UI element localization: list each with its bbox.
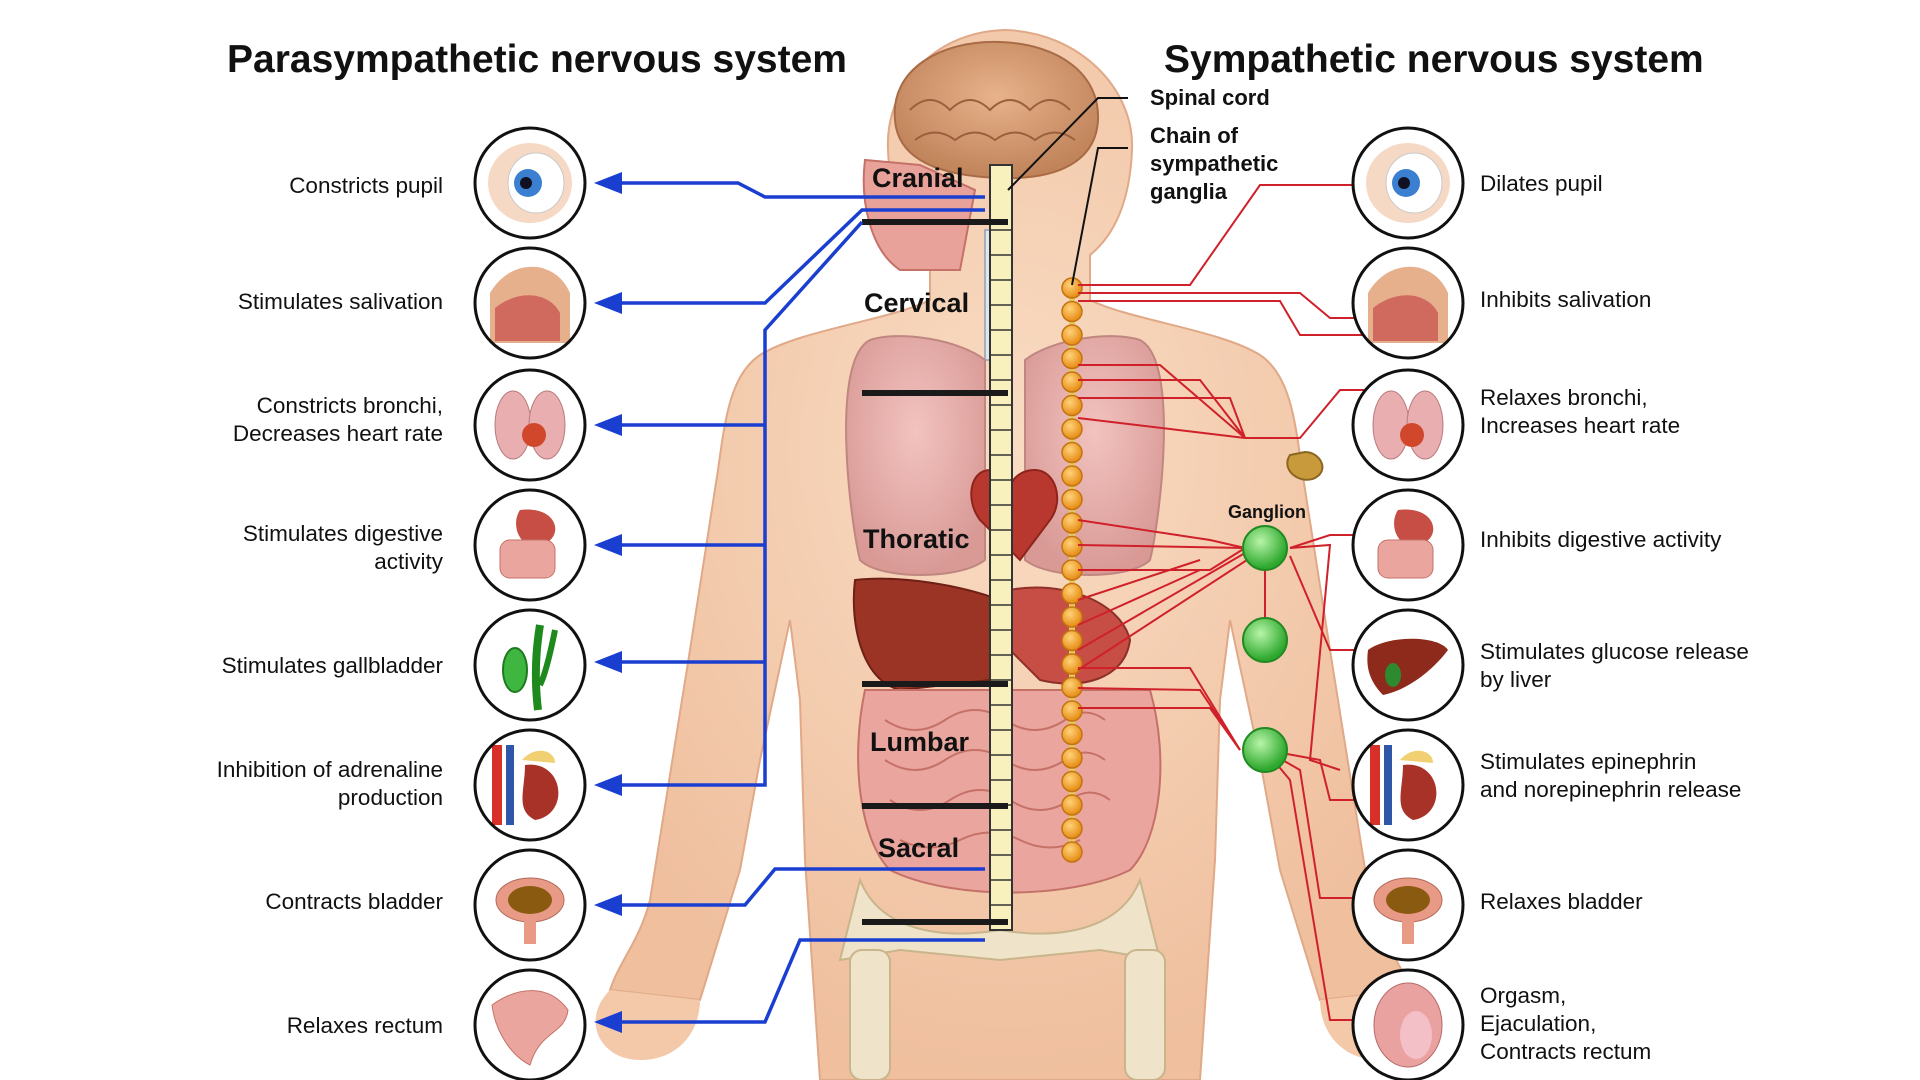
chain-bead [1061, 465, 1083, 487]
chain-bead [1061, 347, 1083, 370]
lung-right [1024, 335, 1165, 576]
spinal-cord-label: Spinal cord [1150, 85, 1270, 110]
para-effect-0: Constricts pupil [289, 173, 443, 198]
symp-organ-icon-lungs-heart [1351, 368, 1465, 482]
chain-bead [1061, 441, 1083, 464]
para-organ-icon-kidney-adrenal [473, 728, 587, 842]
para-effect-1: Stimulates salivation [237, 289, 443, 314]
chain-bead [1061, 277, 1083, 299]
sympathetic-chain [1061, 277, 1083, 863]
sympathetic-organ-icons [1351, 126, 1465, 1080]
chain-bead [1061, 794, 1083, 816]
para-organ-icon-lungs-heart [473, 368, 587, 482]
para-effect-5: Inhibition of adrenaline production [216, 757, 443, 810]
para-organ-icon-gallbladder [473, 608, 587, 722]
symp-organ-icon-liver [1351, 608, 1465, 722]
liver [852, 577, 1002, 692]
symp-organ-icon-kidney-adrenal [1351, 728, 1465, 842]
symp-effect-3: Inhibits digestive activity [1480, 527, 1722, 552]
chain-bead [1061, 723, 1083, 746]
symp-effect-1: Inhibits salivation [1480, 287, 1652, 312]
chain-bead [1061, 817, 1083, 840]
callout-pointers [1007, 97, 1128, 286]
region-label-sacral: Sacral [878, 833, 960, 863]
chain-bead [1061, 629, 1083, 652]
parasympathetic-arrowheads [594, 172, 622, 1033]
para-organ-icon-eye [473, 126, 587, 240]
para-effect-7: Relaxes rectum [286, 1013, 443, 1038]
chain-bead [1061, 582, 1083, 605]
symp-effect-2: Relaxes bronchi, Increases heart rate [1480, 385, 1681, 438]
para-organ-icon-rectum [473, 968, 587, 1080]
region-label-cervical: Cervical [864, 288, 970, 318]
region-label-lumbar: Lumbar [870, 727, 970, 757]
chain-bead [1061, 324, 1083, 346]
symp-organ-icon-reproductive [1351, 968, 1465, 1080]
chain-bead [1061, 841, 1083, 863]
mouth-cavity [862, 158, 977, 271]
spinal-cord [989, 164, 1013, 931]
parasympathetic-organ-icons [473, 126, 587, 1080]
sympathetic-title: Sympathetic nervous system [1164, 38, 1704, 81]
chain-bead [1061, 394, 1083, 417]
para-effect-6: Contracts bladder [265, 889, 443, 914]
region-label-thoratic: Thoratic [863, 524, 970, 554]
chain-bead [1061, 512, 1083, 534]
ganglion-sketch [1286, 450, 1324, 481]
symp-organ-icon-bladder [1351, 848, 1465, 962]
chain-bead [1061, 300, 1083, 323]
ganglion-2 [1242, 617, 1288, 663]
symp-effect-4: Stimulates glucose release by liver [1480, 639, 1749, 692]
ganglion-label: Ganglion [1228, 502, 1306, 522]
symp-organ-icon-stomach-intestines [1351, 488, 1465, 602]
region-label-cranial: Cranial [872, 163, 964, 193]
parasympathetic-connectors [600, 181, 985, 1024]
chain-bead [1061, 418, 1083, 440]
ganglion-1 [1242, 525, 1288, 571]
parasympathetic-title: Parasympathetic nervous system [227, 38, 847, 81]
chain-bead [1061, 747, 1083, 769]
chain-bead [1061, 653, 1083, 675]
symp-effect-7: Orgasm, Ejaculation, Contracts rectum [1480, 983, 1652, 1064]
chain-bead [1061, 371, 1083, 393]
para-organ-icon-bladder [473, 848, 587, 962]
chain-bead [1061, 700, 1083, 722]
symp-effect-6: Relaxes bladder [1480, 889, 1643, 914]
chain-bead [1061, 606, 1083, 628]
para-organ-icon-stomach-intestines [473, 488, 587, 602]
para-effect-3: Stimulates digestive activity [242, 521, 443, 574]
symp-effect-5: Stimulates epinephrin and norepinephrin … [1480, 749, 1742, 802]
para-effect-4: Stimulates gallbladder [221, 653, 443, 678]
region-dividers [862, 219, 1008, 925]
brain [893, 40, 1100, 180]
symp-organ-icon-mouth [1351, 246, 1465, 360]
symp-effect-0: Dilates pupil [1480, 171, 1603, 196]
chain-bead [1061, 770, 1083, 793]
symp-organ-icon-eye [1351, 126, 1465, 240]
para-organ-icon-mouth [473, 246, 587, 360]
chain-label: Chain of sympathetic ganglia [1150, 123, 1279, 204]
chain-bead [1061, 535, 1083, 558]
ganglion-3 [1242, 727, 1288, 773]
para-effect-2: Constricts bronchi, Decreases heart rate [232, 393, 443, 446]
chain-bead [1061, 488, 1083, 511]
